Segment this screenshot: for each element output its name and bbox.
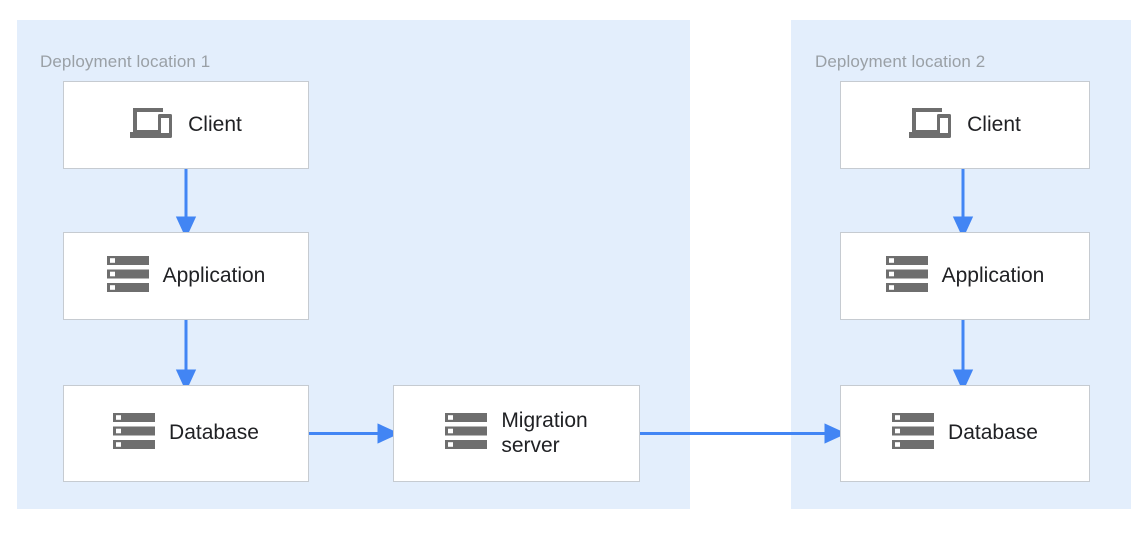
node-database-2-label: Database	[948, 421, 1038, 445]
deployment-location-2-label: Deployment location 2	[815, 52, 986, 71]
devices-icon	[909, 106, 953, 145]
node-database-2[interactable]: Database	[840, 385, 1090, 482]
node-client-2[interactable]: Client	[840, 81, 1090, 169]
deployment-location-1-label: Deployment location 1	[40, 52, 211, 71]
server-icon	[445, 413, 488, 454]
node-application-1[interactable]: Application	[63, 232, 309, 320]
server-icon	[892, 413, 935, 454]
node-client-1[interactable]: Client	[63, 81, 309, 169]
server-icon	[885, 255, 928, 297]
node-database-1-label: Database	[169, 421, 259, 445]
node-client-1-label: Client	[188, 112, 242, 136]
node-migration-server[interactable]: Migration server	[393, 385, 640, 482]
node-client-2-label: Client	[967, 112, 1021, 136]
server-icon	[106, 255, 149, 297]
node-database-1[interactable]: Database	[63, 385, 309, 482]
devices-icon	[130, 106, 174, 145]
node-application-2-label: Application	[941, 263, 1045, 287]
node-migration-server-label: Migration server	[501, 408, 588, 457]
node-application-1-label: Application	[162, 263, 266, 287]
server-icon	[113, 413, 156, 454]
node-application-2[interactable]: Application	[840, 232, 1090, 320]
